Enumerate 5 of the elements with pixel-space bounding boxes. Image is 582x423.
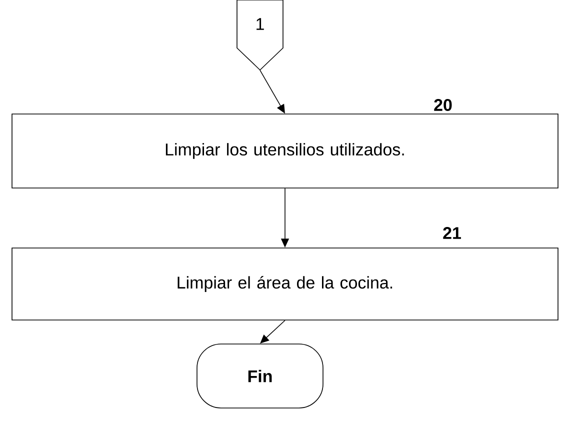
- step-number: 20: [434, 98, 452, 112]
- process-box: Limpiar los utensilios utilizados.: [12, 114, 558, 188]
- process-box: Limpiar el área de la cocina.: [12, 248, 558, 320]
- off-page-connector: 1: [236, 0, 284, 71]
- step-number: 21: [443, 227, 461, 239]
